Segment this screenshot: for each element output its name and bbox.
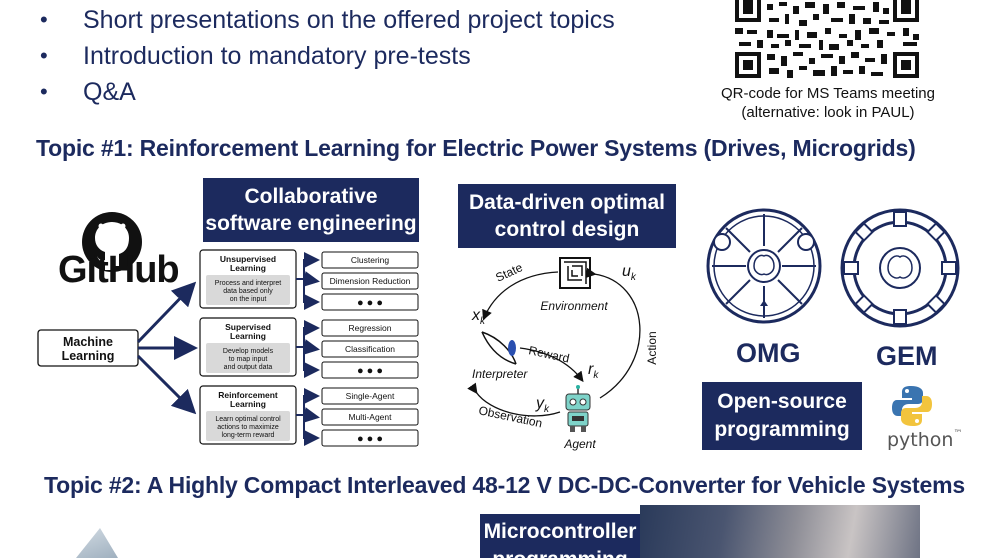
agenda-item: Short presentations on the offered proje…: [40, 2, 615, 38]
ml-taxonomy-diagram: Machine Learning Unsupervised Learning P…: [37, 249, 419, 447]
gem-label: GEM: [876, 341, 938, 371]
ml-leaf-box: [321, 293, 419, 311]
omg-label: OMG: [736, 338, 801, 368]
github-wordmark: GitHub: [58, 249, 180, 291]
topic1-title: Topic #1: Reinforcement Learning for Ele…: [36, 135, 916, 161]
svg-text:long-term reward: long-term reward: [222, 432, 275, 439]
ddocd-line: Data-driven optimal: [468, 191, 666, 214]
rl-yk-label: yk: [535, 395, 550, 415]
github-icon[interactable]: [52, 188, 172, 298]
ml-leaf-label: Regression: [349, 323, 392, 333]
rl-reward-label: Reward: [527, 343, 570, 365]
ml-branch-reinforcement: Reinforcement Learning Learn optimal con…: [199, 385, 297, 445]
ml-leaf-label: ● ● ●: [357, 433, 383, 445]
ml-root-label: Learning: [62, 349, 115, 363]
micro-line: Microcontroller: [483, 520, 637, 543]
ddocd-line: control design: [494, 218, 640, 241]
topic2-title: Topic #2: A Highly Compact Interleaved 4…: [44, 472, 965, 498]
ml-leaf-box: [321, 361, 419, 379]
gem-logo-icon: [840, 208, 960, 328]
ml-leaf-label: Classification: [345, 344, 395, 354]
qr-caption-line: (alternative: look in PAUL): [741, 104, 915, 121]
collaborative-box: Collaborative software engineering: [203, 178, 419, 242]
ml-leaf-box: [321, 429, 419, 447]
svg-text:Develop models: Develop models: [223, 348, 274, 355]
building-photo: [76, 528, 118, 558]
agenda-item: Q&A: [40, 74, 615, 110]
svg-text:to map input: to map input: [229, 356, 268, 363]
ml-leaf-box: [321, 319, 419, 337]
ml-leaf-label: Multi-Agent: [349, 412, 393, 422]
rl-loop-diagram: Environment uk State xk Action Interpret…: [467, 257, 659, 451]
data-driven-box: Data-driven optimal control design: [458, 184, 676, 248]
svg-text:Learning: Learning: [230, 399, 266, 409]
svg-text:on the input: on the input: [230, 296, 267, 303]
microcontroller-box: Microcontroller programming: [480, 514, 640, 558]
ml-leaf-box: [321, 408, 419, 426]
interpreter-eye-icon: [481, 331, 517, 365]
open-source-box: Open-source programming: [702, 382, 862, 450]
rl-uk-label: uk: [622, 263, 637, 283]
python-wordmark: python™: [887, 429, 963, 451]
python-logo-icon: [892, 386, 932, 426]
rl-rk-label: rk: [588, 361, 599, 381]
svg-text:and output data: and output data: [224, 364, 273, 371]
svg-text:Supervised: Supervised: [225, 322, 271, 332]
ml-branch-supervised: Supervised Learning Develop models to ma…: [199, 317, 297, 377]
collab-line: software engineering: [205, 212, 417, 235]
ml-leaf-box: [321, 340, 419, 358]
omg-logo-icon: [706, 208, 822, 324]
svg-text:Process and interpret: Process and interpret: [215, 280, 282, 287]
agenda-item: Introduction to mandatory pre-tests: [40, 38, 615, 74]
ml-leaf-box: [321, 272, 419, 290]
ml-root-label: Machine: [63, 335, 113, 349]
rl-agent-label: Agent: [563, 437, 596, 451]
hardware-photo: [640, 505, 920, 558]
qr-code-icon[interactable]: [733, 0, 921, 80]
ml-leaf-label: ● ● ●: [357, 297, 383, 309]
ml-leaf-label: Single-Agent: [346, 391, 395, 401]
svg-text:data based only: data based only: [223, 288, 273, 295]
ml-branch-unsupervised: Unsupervised Learning Process and interp…: [199, 249, 297, 309]
ml-leaf-box: [321, 251, 419, 269]
qr-caption-line: QR-code for MS Teams meeting: [721, 85, 935, 102]
svg-text:Unsupervised: Unsupervised: [220, 254, 276, 264]
collab-line: Collaborative: [244, 185, 378, 208]
qr-caption: QR-code for MS Teams meeting (alternativ…: [698, 84, 958, 122]
agenda-list: Short presentations on the offered proje…: [40, 2, 615, 110]
rl-interpreter-label: Interpreter: [472, 367, 528, 381]
svg-text:Learning: Learning: [230, 331, 266, 341]
oss-line: Open-source: [717, 390, 847, 413]
rl-xk-label: xk: [471, 307, 486, 327]
rl-action-label: Action: [645, 331, 659, 364]
svg-text:Learn optimal control: Learn optimal control: [215, 416, 281, 423]
micro-line: programming: [480, 546, 640, 558]
oss-line: programming: [714, 418, 850, 441]
svg-text:Reinforcement: Reinforcement: [218, 390, 278, 400]
svg-text:actions to maximize: actions to maximize: [217, 424, 279, 431]
rl-observation-label: Observation: [477, 403, 543, 430]
rl-environment-label: Environment: [540, 299, 608, 313]
ml-leaf-box: [321, 387, 419, 405]
robot-agent-icon: [565, 385, 591, 432]
svg-text:Learning: Learning: [230, 263, 266, 273]
maze-icon: [559, 257, 591, 289]
ml-leaf-label: ● ● ●: [357, 365, 383, 377]
ml-leaf-label: Dimension Reduction: [330, 276, 411, 286]
ml-leaf-label: Clustering: [351, 255, 390, 265]
